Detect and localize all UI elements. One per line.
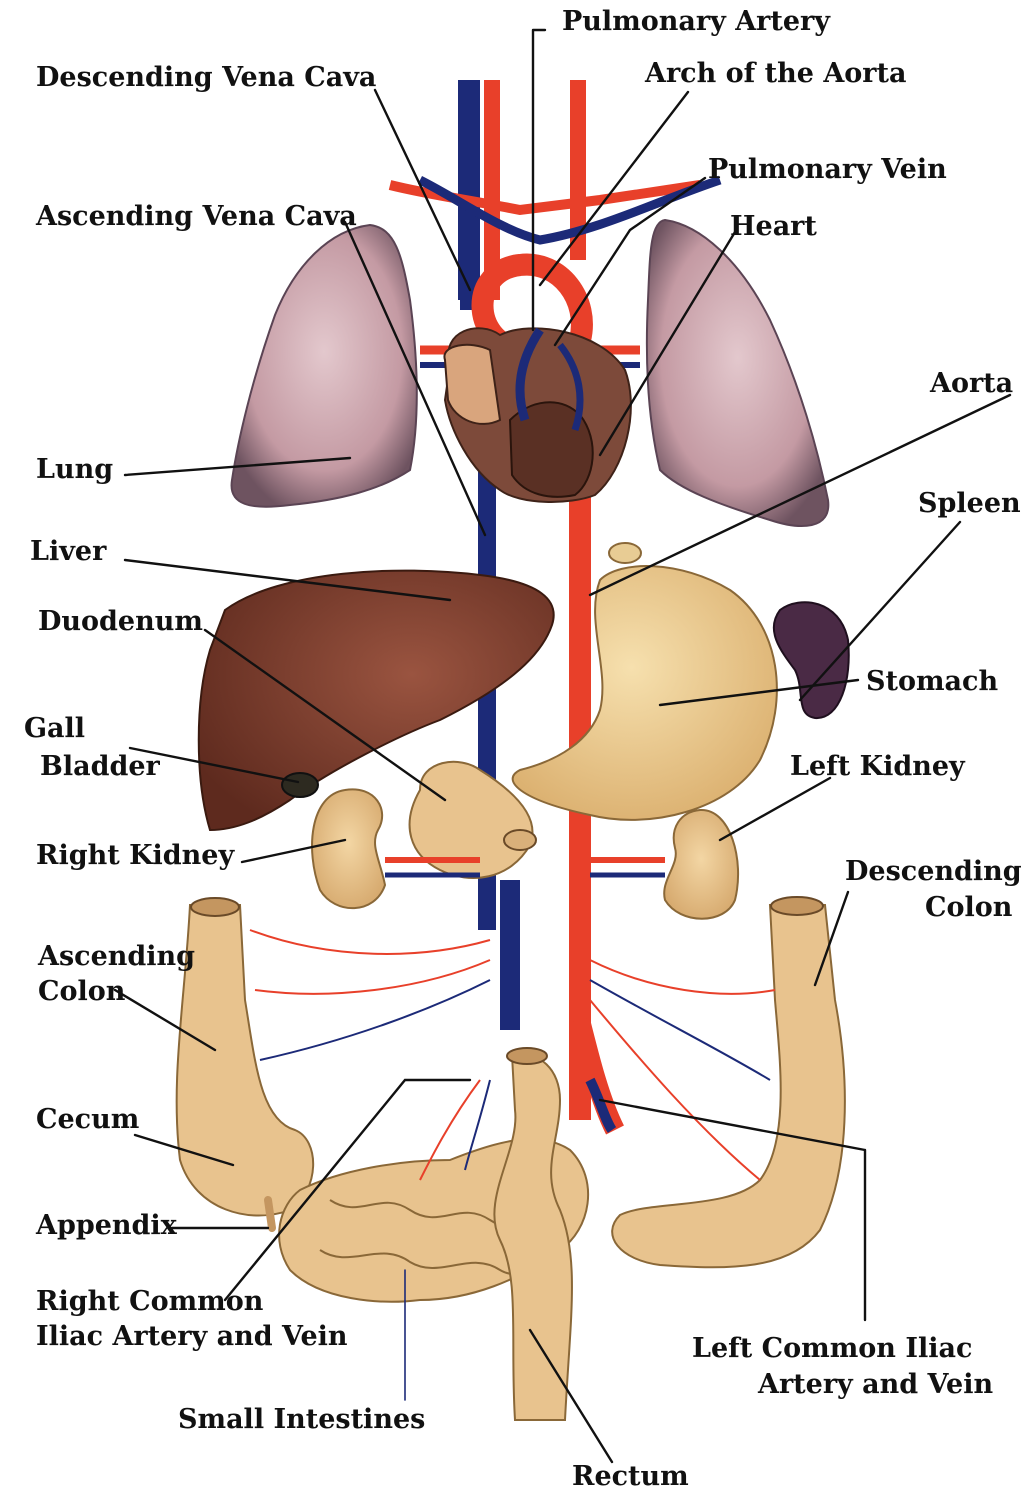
label-left-common-2: Artery and Vein — [757, 1369, 993, 1400]
heart-vein-vessel — [557, 342, 584, 432]
left-iliac-vein — [585, 1077, 617, 1133]
leader-lines — [113, 28, 1012, 1464]
right-kidney-organ — [311, 788, 387, 910]
label-stomach: Stomach — [866, 666, 998, 697]
label-duodenum: Duodenum — [38, 606, 203, 637]
left-lung — [645, 218, 830, 527]
gall-bladder-organ — [281, 772, 319, 798]
esophagus-opening — [608, 542, 642, 564]
lower-vena-cava-vessel — [500, 880, 520, 1030]
right-atrium — [443, 343, 502, 425]
pulmonary-artery-vessel — [484, 80, 500, 300]
label-appendix: Appendix — [35, 1210, 178, 1241]
label-right-kidney: Right Kidney — [36, 840, 235, 871]
left-ventricle — [508, 401, 594, 498]
rectum-organ — [493, 1053, 573, 1421]
label-pulmonary-artery: Pulmonary Artery — [562, 6, 831, 37]
carotid-artery-vessel — [570, 80, 586, 260]
label-rectum: Rectum — [572, 1461, 689, 1492]
stomach-organ — [511, 565, 778, 821]
descending-vena-cava-vessel — [460, 80, 478, 310]
label-right-common-2: Iliac Artery and Vein — [36, 1321, 348, 1352]
label-gall: Gall — [24, 713, 85, 744]
label-arch-of-the-aorta: Arch of the Aorta — [644, 58, 907, 89]
label-heart: Heart — [730, 211, 817, 242]
label-cecum: Cecum — [36, 1104, 139, 1135]
label-small-intestines: Small Intestines — [178, 1404, 425, 1435]
pancreatic-opening — [503, 829, 537, 851]
mesenteric-vessels — [249, 929, 776, 1181]
label-ascending-vena-cava: Ascending Vena Cava — [35, 201, 357, 232]
label-colon-descending: Colon — [925, 892, 1013, 923]
left-kidney-organ — [663, 808, 739, 920]
heart-pulmonary-vessel — [515, 327, 544, 422]
aortic-arch-vessel — [471, 253, 593, 1120]
right-lung — [230, 223, 418, 508]
label-liver: Liver — [30, 536, 107, 567]
ascending-colon-organ — [175, 904, 315, 1217]
ascending-colon-opening — [190, 897, 240, 917]
descending-colon-opening — [770, 896, 824, 916]
descending-colon-organ — [611, 904, 846, 1269]
spleen-organ — [772, 601, 850, 720]
appendix-organ — [264, 1196, 276, 1232]
label-aorta: Aorta — [929, 368, 1013, 399]
label-descending-vena-cava: Descending Vena Cava — [36, 62, 376, 93]
label-spleen: Spleen — [918, 488, 1021, 519]
liver-organ — [197, 569, 555, 832]
pulmonary-vein-vessel — [417, 175, 722, 245]
label-left-common-1: Left Common Iliac — [692, 1333, 972, 1364]
label-ascending: Ascending — [37, 941, 195, 972]
label-pulmonary-vein: Pulmonary Vein — [708, 154, 947, 185]
label-colon-ascending: Colon — [38, 976, 126, 1007]
label-descending: Descending — [845, 856, 1022, 887]
labels: Pulmonary Artery Descending Vena Cava Ar… — [24, 6, 1022, 1492]
label-lung: Lung — [36, 454, 113, 485]
label-right-common-1: Right Common — [36, 1286, 264, 1317]
label-bladder: Bladder — [40, 751, 161, 782]
sigmoid-opening — [506, 1047, 548, 1065]
label-left-kidney: Left Kidney — [790, 751, 966, 782]
